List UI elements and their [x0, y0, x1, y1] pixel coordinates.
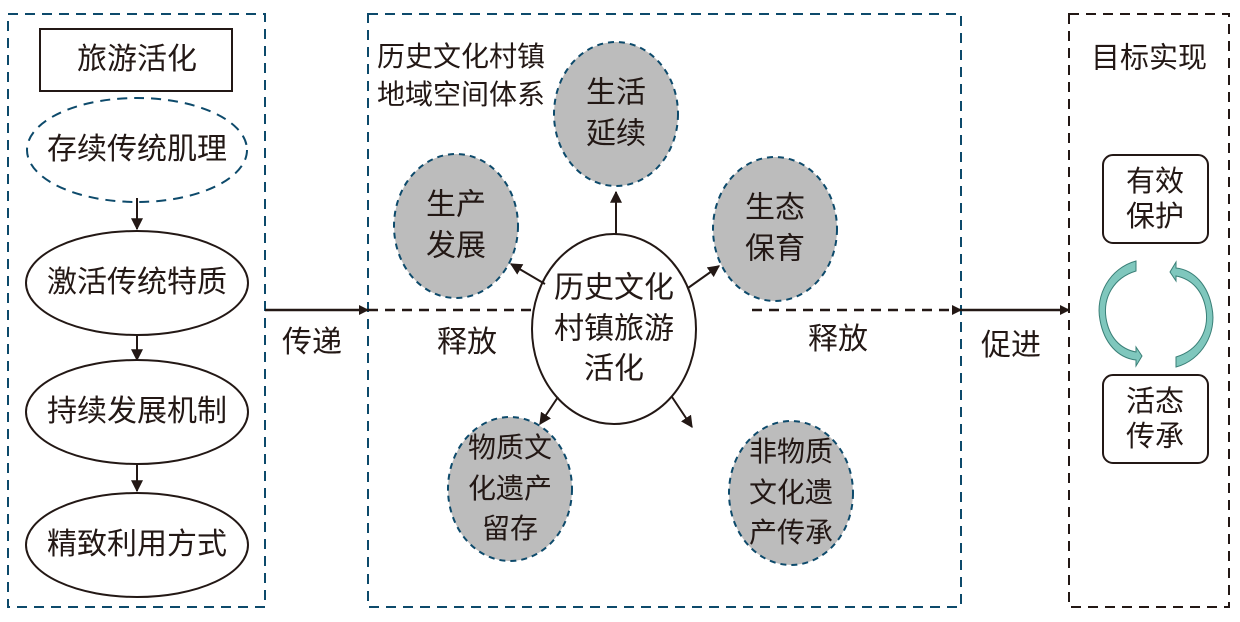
radial-arrow-material: [539, 396, 559, 425]
node-life: [553, 41, 679, 187]
goal-box-protect: [1102, 154, 1209, 244]
cycle-arrow-up-icon: [1169, 260, 1214, 368]
step-label-3: 持续发展机制: [47, 394, 227, 429]
goal-inherit-label: 活态 传承: [1125, 384, 1185, 453]
center-node-label: 历史文化 村镇旅游 活化: [554, 270, 674, 387]
goal-protect-label: 有效 保护: [1125, 164, 1185, 233]
right-panel-frame: [1068, 13, 1230, 608]
center-node: [531, 233, 697, 425]
node-ecology-label: 生态 保育: [745, 190, 805, 267]
left-panel-frame: [7, 13, 266, 608]
left-title-box: [39, 28, 233, 92]
node-material-label: 物质文 化遗产 留存: [467, 431, 553, 546]
goal-box-inherit: [1102, 374, 1209, 464]
radial-arrow-ecology: [687, 265, 720, 289]
cycle-arrow-down-icon: [1098, 260, 1143, 368]
node-life-label: 生活 延续: [586, 75, 646, 152]
step-label-4: 精致利用方式: [47, 527, 227, 562]
node-production: [393, 153, 519, 299]
node-production-label: 生产 发展: [426, 187, 486, 264]
step-label-1: 存续传统肌理: [47, 132, 227, 167]
label-transmit: 传递: [282, 325, 342, 360]
label-promote: 促进: [981, 328, 1041, 363]
node-intangible: [728, 420, 854, 566]
left-panel-title: 旅游活化: [77, 42, 197, 77]
step-ellipse-4: [25, 492, 249, 598]
node-ecology: [712, 156, 838, 302]
label-release-right: 释放: [808, 322, 868, 357]
radial-arrow-production: [509, 263, 546, 285]
node-material: [447, 416, 573, 562]
step-label-2: 激活传统特质: [47, 265, 227, 300]
radial-arrow-intangible: [671, 396, 693, 428]
right-panel-title: 目标实现: [1090, 40, 1208, 75]
step-ellipse-1: [26, 97, 248, 203]
label-release-left: 释放: [437, 325, 497, 360]
node-intangible-label: 非物质 文化遗 产传承: [748, 435, 834, 550]
middle-panel-title: 历史文化村镇 地域空间体系: [377, 40, 546, 111]
